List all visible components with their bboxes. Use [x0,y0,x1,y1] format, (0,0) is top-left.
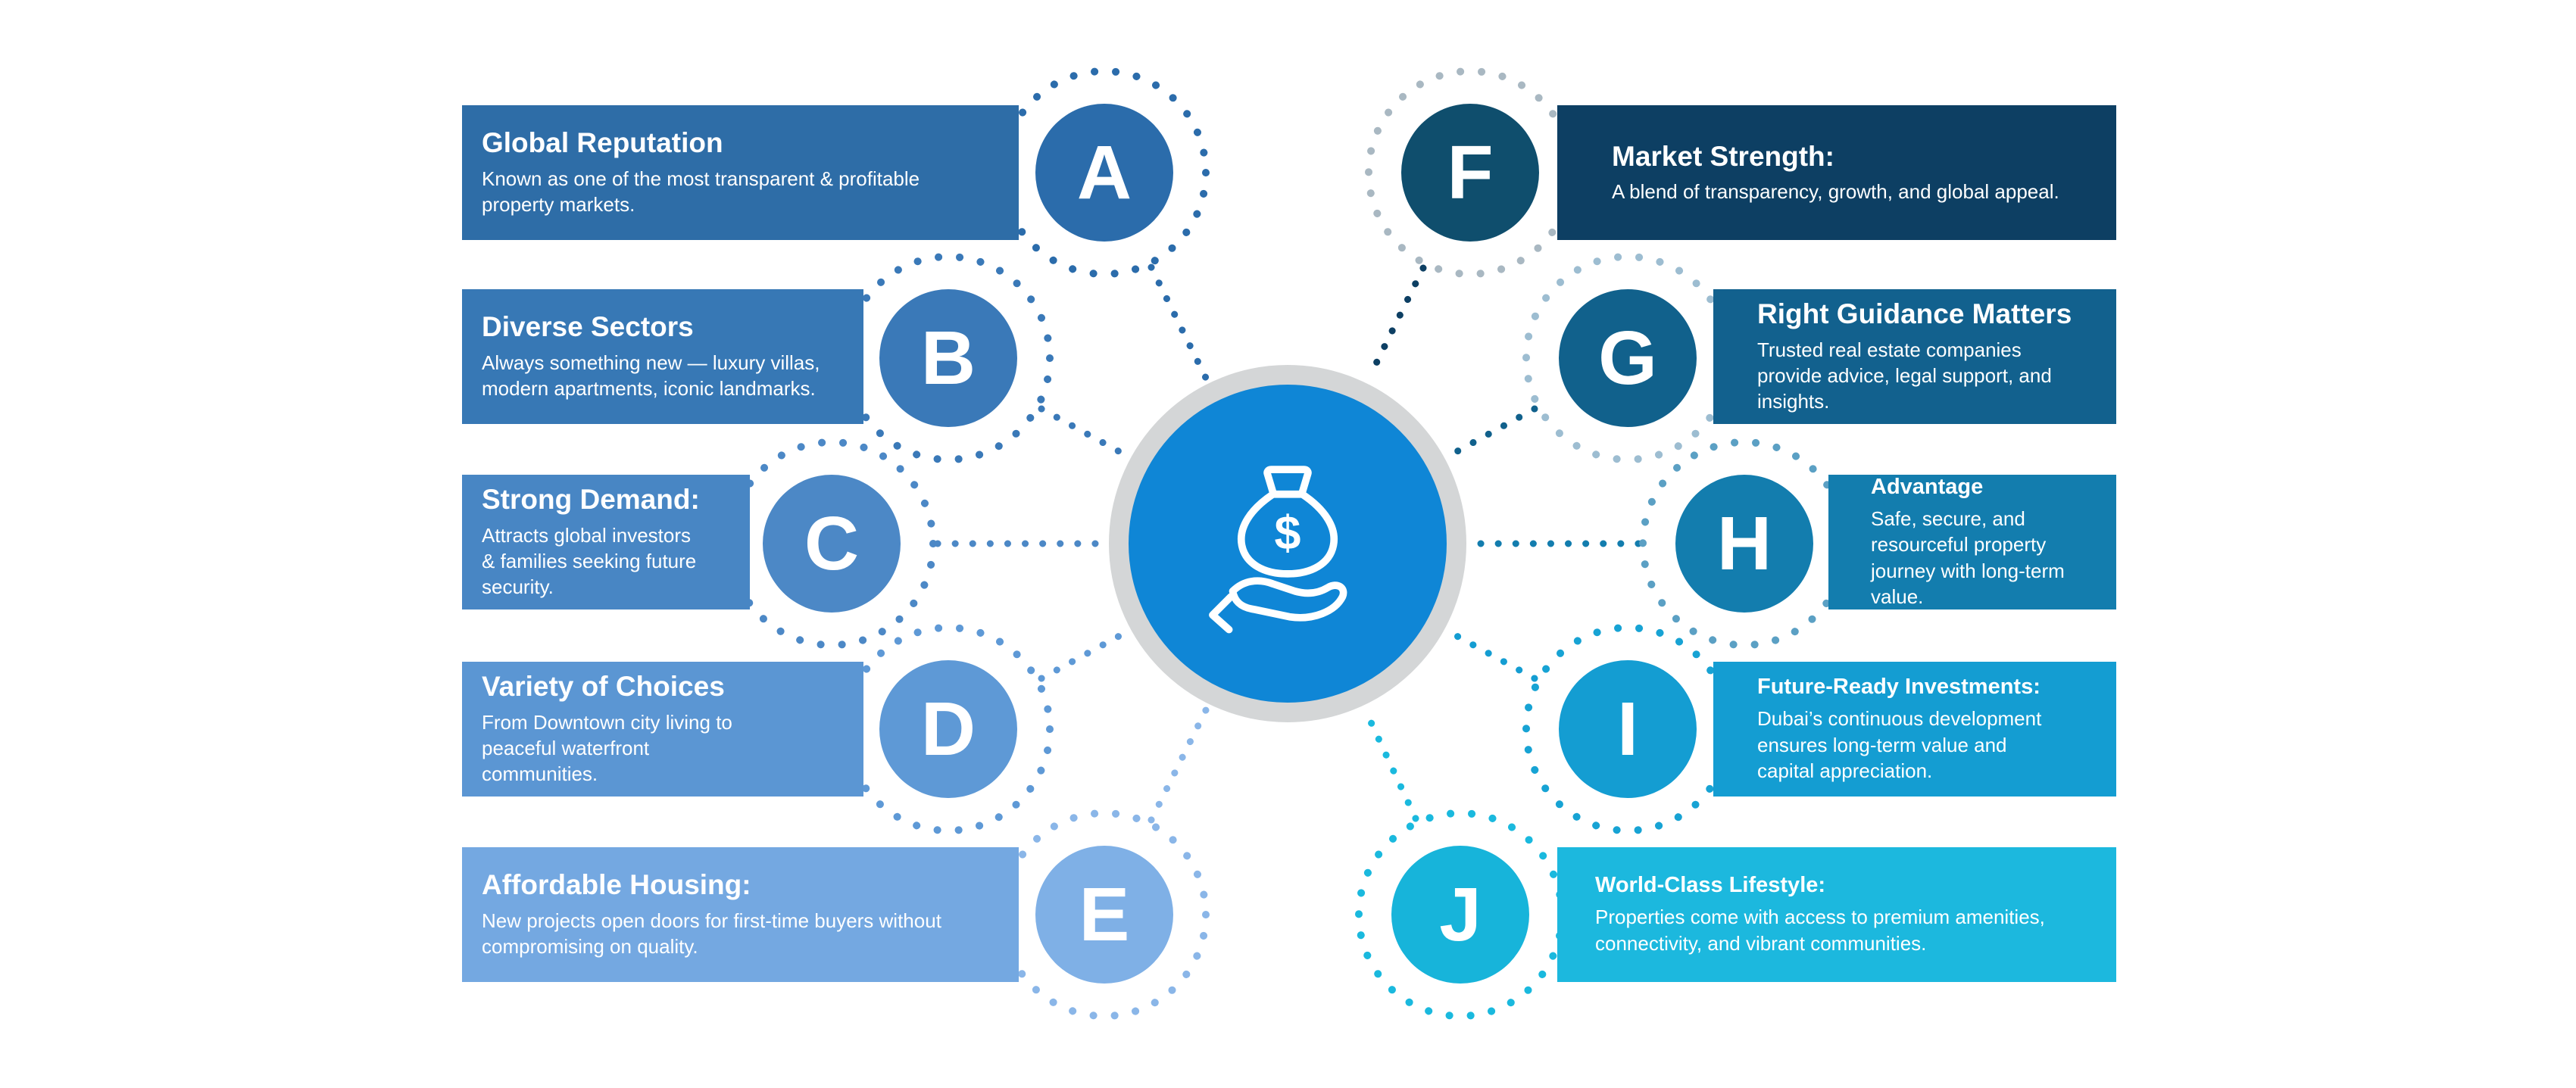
banner-market-strength: Market Strength: A blend of transparency… [1557,105,2116,240]
banner-body-f: A blend of transparency, growth, and glo… [1612,180,2059,204]
letter-badge-b: B [879,289,1017,427]
banner-variety-of-choices: Variety of Choices From Downtown city li… [462,662,863,797]
banner-body-i: Dubai’s continuous development ensures l… [1757,707,2042,782]
letter-badge-i: I [1559,660,1697,798]
money-bag-body [1237,490,1338,578]
banner-body-b: Always something new — luxury villas, mo… [482,351,820,401]
banner-advantage: Advantage Safe, secure, and resourceful … [1828,475,2116,609]
letter-badge-g: G [1559,289,1697,427]
connector-i [1447,629,1538,682]
hand-holding-money-bag-icon: $ [1209,466,1347,634]
letter-badge-c: C [763,475,901,613]
banner-body-a: Known as one of the most transparent & p… [482,167,920,217]
banner-body-c: Attracts global investors & families see… [482,523,697,599]
letter-badge-e: E [1035,846,1173,984]
banner-body-j: Properties come with access to premium a… [1595,906,2045,955]
banner-body-h: Safe, secure, and resourceful property j… [1871,507,2065,609]
banner-title-j: World-Class Lifestyle: [1595,872,1826,897]
banner-body-d: From Downtown city living to peaceful wa… [482,710,732,786]
banner-title-a: Global Reputation [482,127,723,159]
banner-diverse-sectors: Diverse Sectors Always something new — l… [462,289,863,424]
banner-global-reputation: Global Reputation Known as one of the mo… [462,105,1019,240]
banner-body-g: Trusted real estate companies provide ad… [1757,338,2052,413]
letter-badge-h: H [1675,475,1813,613]
banner-future-ready-investments: Future-Ready Investments: Dubai’s contin… [1713,662,2116,797]
letter-badge-a: A [1035,104,1173,242]
banner-world-class-lifestyle: World-Class Lifestyle: Properties come w… [1557,847,2116,982]
banner-right-guidance-matters: Right Guidance Matters Trusted real esta… [1713,289,2116,424]
connector-d [1038,629,1129,682]
money-bag-knot [1263,466,1312,497]
connector-g [1447,405,1538,459]
banner-title-b: Diverse Sectors [482,311,694,343]
banner-strong-demand: Strong Demand: Attracts global investors… [462,475,750,609]
letter-badge-j: J [1391,846,1529,984]
banner-title-f: Market Strength: [1612,140,1834,172]
banner-title-e: Affordable Housing: [482,869,751,901]
connector-e [1147,706,1210,824]
banner-body-e: New projects open doors for first-time b… [482,909,941,959]
banner-title-g: Right Guidance Matters [1757,298,2072,330]
banner-affordable-housing: Affordable Housing: New projects open do… [462,847,1019,982]
connector-f [1366,264,1427,381]
letter-badge-f: F [1401,104,1539,242]
connector-b [1038,405,1129,459]
dollar-sign: $ [1275,507,1301,560]
banner-title-h: Advantage [1871,474,1984,499]
wrist-cuff [1209,593,1235,634]
banner-title-c: Strong Demand: [482,484,700,516]
open-hand [1229,577,1347,622]
connector-a [1147,263,1210,382]
banner-title-i: Future-Ready Investments: [1757,674,2041,699]
letter-badge-d: D [879,660,1017,798]
banner-title-d: Variety of Choices [482,671,725,703]
connector-j [1363,709,1419,822]
center-circle: $ [1109,365,1466,722]
